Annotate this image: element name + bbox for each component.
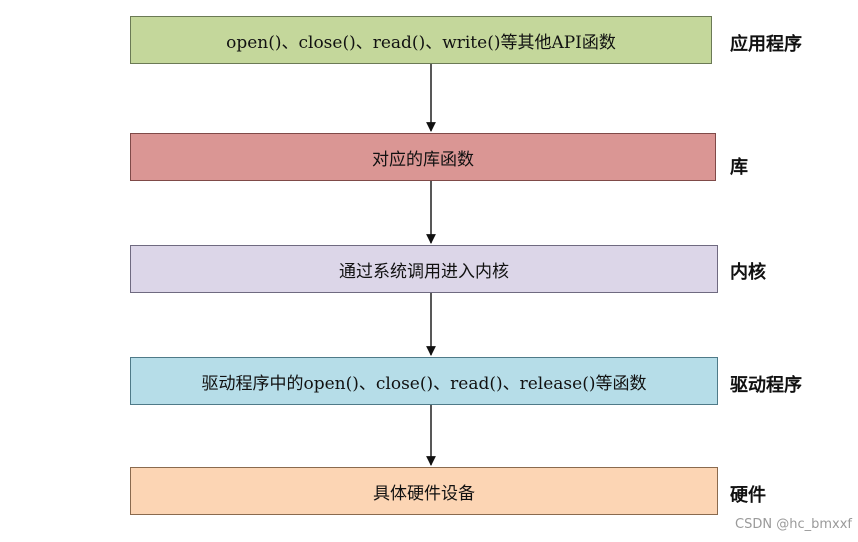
layer-label-hardware: 硬件	[730, 485, 766, 506]
layer-label-driver: 驱动程序	[730, 375, 802, 396]
watermark: CSDN @hc_bmxxf	[735, 517, 852, 532]
layer-text-driver: 驱动程序中的open()、close()、read()、release()等函数	[201, 373, 647, 394]
layer-text-application: open()、close()、read()、write()等其他API函数	[226, 32, 616, 53]
layer-label-library: 库	[730, 157, 748, 178]
layer-box-hardware: 具体硬件设备	[130, 467, 718, 515]
layer-text-hardware: 具体硬件设备	[373, 483, 475, 504]
layer-label-kernel: 内核	[730, 262, 766, 283]
layer-box-kernel: 通过系统调用进入内核	[130, 245, 718, 293]
layer-text-kernel: 通过系统调用进入内核	[339, 261, 509, 282]
layer-box-library: 对应的库函数	[130, 133, 716, 181]
layer-box-application: open()、close()、read()、write()等其他API函数	[130, 16, 712, 64]
layer-text-library: 对应的库函数	[372, 149, 474, 170]
layer-box-driver: 驱动程序中的open()、close()、read()、release()等函数	[130, 357, 718, 405]
layer-label-application: 应用程序	[730, 34, 802, 55]
